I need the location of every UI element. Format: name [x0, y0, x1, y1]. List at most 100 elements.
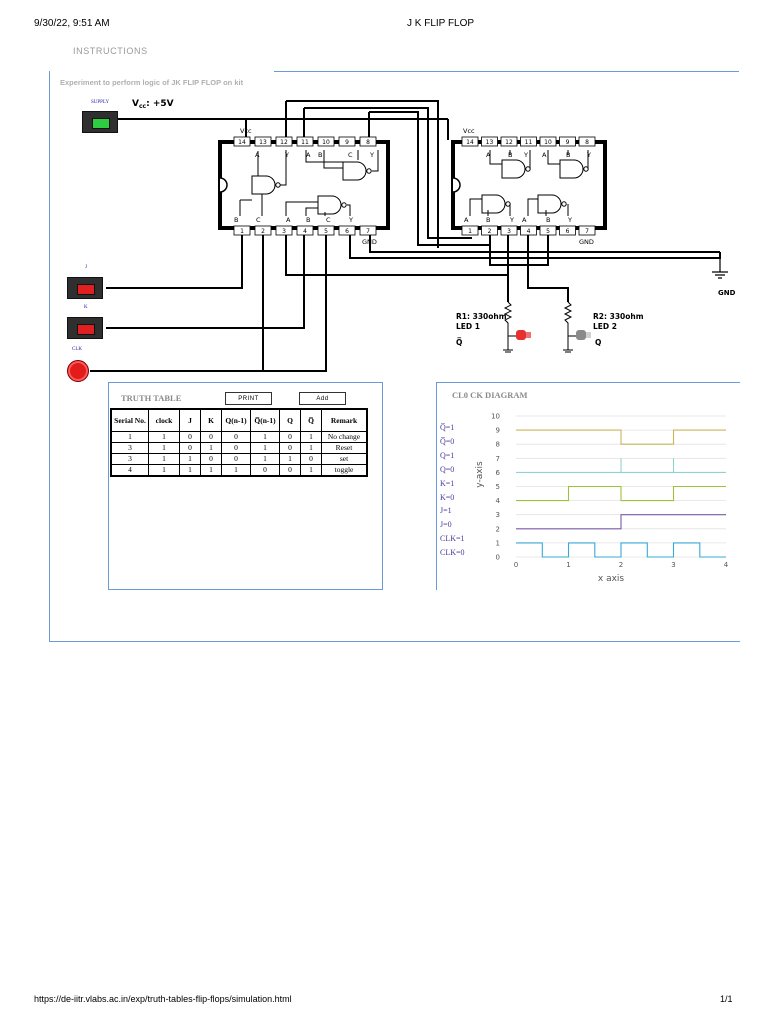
- ic2-bottom-pin-box: [500, 225, 518, 236]
- ic2-bottom-pin: 5: [546, 228, 550, 235]
- add-button[interactable]: Add: [299, 392, 346, 405]
- truth-table: Serial No. clock J K Q(n-1) Q̅(n-1) Q Q̅…: [110, 408, 368, 477]
- table-cell: 3: [110, 453, 149, 465]
- svg-text:Y: Y: [284, 151, 289, 159]
- table-cell: 1: [179, 464, 201, 477]
- supply-switch[interactable]: [82, 111, 118, 133]
- table-cell: 1: [148, 442, 180, 454]
- svg-text:A: A: [306, 151, 311, 159]
- table-cell: 0: [250, 464, 280, 477]
- table-cell: 0: [200, 453, 222, 465]
- ic2-bottom-pin-box: [461, 225, 479, 236]
- table-cell: 1: [200, 464, 222, 477]
- print-button[interactable]: PRINT: [225, 392, 272, 405]
- table-cell: 1: [300, 464, 322, 477]
- ic2-bottom-pin: 3: [507, 228, 511, 235]
- table-cell: Reset: [321, 442, 368, 454]
- ic1-bottom-pin-box: [296, 225, 314, 236]
- table-cell: 0: [221, 442, 251, 454]
- table-cell: 1: [200, 442, 222, 454]
- ic2-top-pin-box: [461, 136, 479, 147]
- footer-url: https://de-iitr.vlabs.ac.in/exp/truth-ta…: [34, 994, 292, 1004]
- ic1-top-pin-box: [317, 136, 335, 147]
- ic1-bottom-pin-box: [233, 225, 251, 236]
- led1-icon: [516, 330, 531, 340]
- y-tick-label: 9: [496, 427, 500, 435]
- supply-label: SUPPLY: [91, 100, 110, 105]
- led2-icon: [576, 330, 591, 340]
- ic1-top-pin: 8: [366, 139, 370, 146]
- ic1-bottom-pin-box: [275, 225, 293, 236]
- series-line: [516, 485, 726, 502]
- ic2-top-pin: 10: [544, 139, 552, 146]
- table-cell: set: [321, 453, 368, 465]
- clock-signal-label: CLK=0: [440, 548, 465, 558]
- y-tick-label: 8: [496, 441, 500, 449]
- ic2-bottom-pin-box: [559, 225, 576, 236]
- ic2-bottom-pin-box: [520, 225, 537, 236]
- ic1-top-pin: 9: [345, 139, 349, 146]
- svg-text:C: C: [256, 216, 261, 224]
- instructions-tab[interactable]: INSTRUCTIONS: [73, 46, 148, 56]
- ic1-top-pin: 14: [238, 139, 246, 146]
- ic1-top-pin: 11: [301, 139, 309, 146]
- col-qn1: Q(n-1): [221, 408, 251, 432]
- svg-text:A: A: [522, 216, 527, 224]
- led2-output-label: Q: [595, 338, 601, 347]
- ic2-top-pin: 13: [486, 139, 494, 146]
- table-cell: 1: [250, 453, 280, 465]
- x-tick-label: 4: [724, 561, 729, 569]
- table-cell: 1: [221, 464, 251, 477]
- ic1-top-pin: 10: [322, 139, 330, 146]
- y-axis-label: y-axis: [475, 461, 485, 488]
- ic1-top-pin: 12: [280, 139, 288, 146]
- table-cell: 0: [200, 431, 222, 443]
- table-cell: 0: [279, 442, 301, 454]
- svg-text:B: B: [566, 151, 570, 159]
- col-q: Q: [279, 408, 301, 432]
- clock-signal-label: K=1: [440, 478, 455, 488]
- page-title: J K FLIP FLOP: [407, 18, 475, 29]
- ic1-vcc-label: Vcc: [240, 127, 252, 135]
- svg-text:Y: Y: [369, 151, 374, 159]
- clock-signal-label: Q=0: [440, 464, 455, 474]
- ic2-bottom-pin-box: [578, 225, 596, 236]
- table-cell: 1: [179, 453, 201, 465]
- j-wire: [106, 232, 243, 289]
- col-k: K: [200, 408, 222, 432]
- svg-text:C: C: [326, 216, 331, 224]
- table-cell: 0: [179, 431, 201, 443]
- supply-switch-knob: [92, 118, 110, 129]
- svg-text:A: A: [255, 151, 260, 159]
- footer-page-number: 1/1: [720, 994, 733, 1004]
- table-cell: 1: [148, 464, 180, 477]
- x-tick-label: 3: [671, 561, 675, 569]
- table-cell: 0: [279, 464, 301, 477]
- y-tick-label: 4: [496, 497, 501, 505]
- ic2-top-pin: 8: [585, 139, 589, 146]
- svg-text:Y: Y: [586, 151, 591, 159]
- print-datetime: 9/30/22, 9:51 AM: [34, 18, 110, 29]
- ic2-top-pin-box: [520, 136, 537, 147]
- clk-label: CLK: [72, 347, 82, 352]
- clock-signal-label: CLK=1: [440, 534, 465, 544]
- k-switch-knob: [77, 324, 95, 335]
- clock-signal-label: Q=1: [440, 450, 455, 460]
- k-switch[interactable]: [67, 317, 103, 339]
- j-switch[interactable]: [67, 277, 103, 299]
- ic1-bottom-pin-box: [254, 225, 272, 236]
- led1-label: LED 1: [456, 322, 480, 331]
- svg-text:B: B: [234, 216, 238, 224]
- clock-pulse-button[interactable]: [67, 360, 89, 382]
- col-qbar: Q̅: [300, 408, 322, 432]
- y-tick-label: 1: [496, 539, 500, 547]
- table-cell: 1: [148, 431, 180, 443]
- svg-text:B: B: [318, 151, 322, 159]
- table-cell: 0: [300, 453, 322, 465]
- table-cell: 1: [250, 442, 280, 454]
- truth-table-header-row: Serial No. clock J K Q(n-1) Q̅(n-1) Q Q̅…: [110, 408, 368, 432]
